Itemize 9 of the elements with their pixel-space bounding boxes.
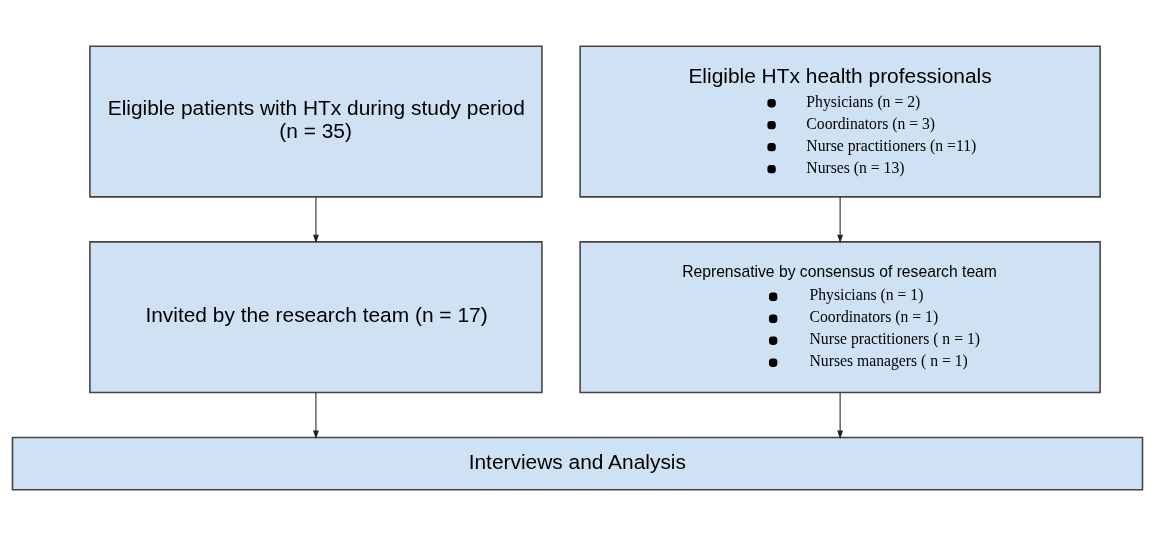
node-box: Reprensative by consensus of research team Physicians (n = 1) Coordinators (n = 1) Nurse practitioners ( n = 1) Nurses managers ( n = 1): [579, 240, 1101, 393]
arrow: [837, 391, 844, 439]
node-box: Interviews and Analysis: [11, 436, 1144, 491]
node-box: Eligible patients with HTx during study period (n = 35): [89, 44, 543, 198]
arrow: [313, 391, 319, 439]
arrow: [837, 195, 844, 243]
node-box: Invited by the research team (n = 17): [89, 240, 543, 393]
node-box: Eligible HTx health professionals Physicians (n = 2) Coordinators (n = 3) Nurse practitioners (n =11) Nurses (n = 13): [579, 44, 1101, 198]
arrow: [313, 195, 319, 243]
